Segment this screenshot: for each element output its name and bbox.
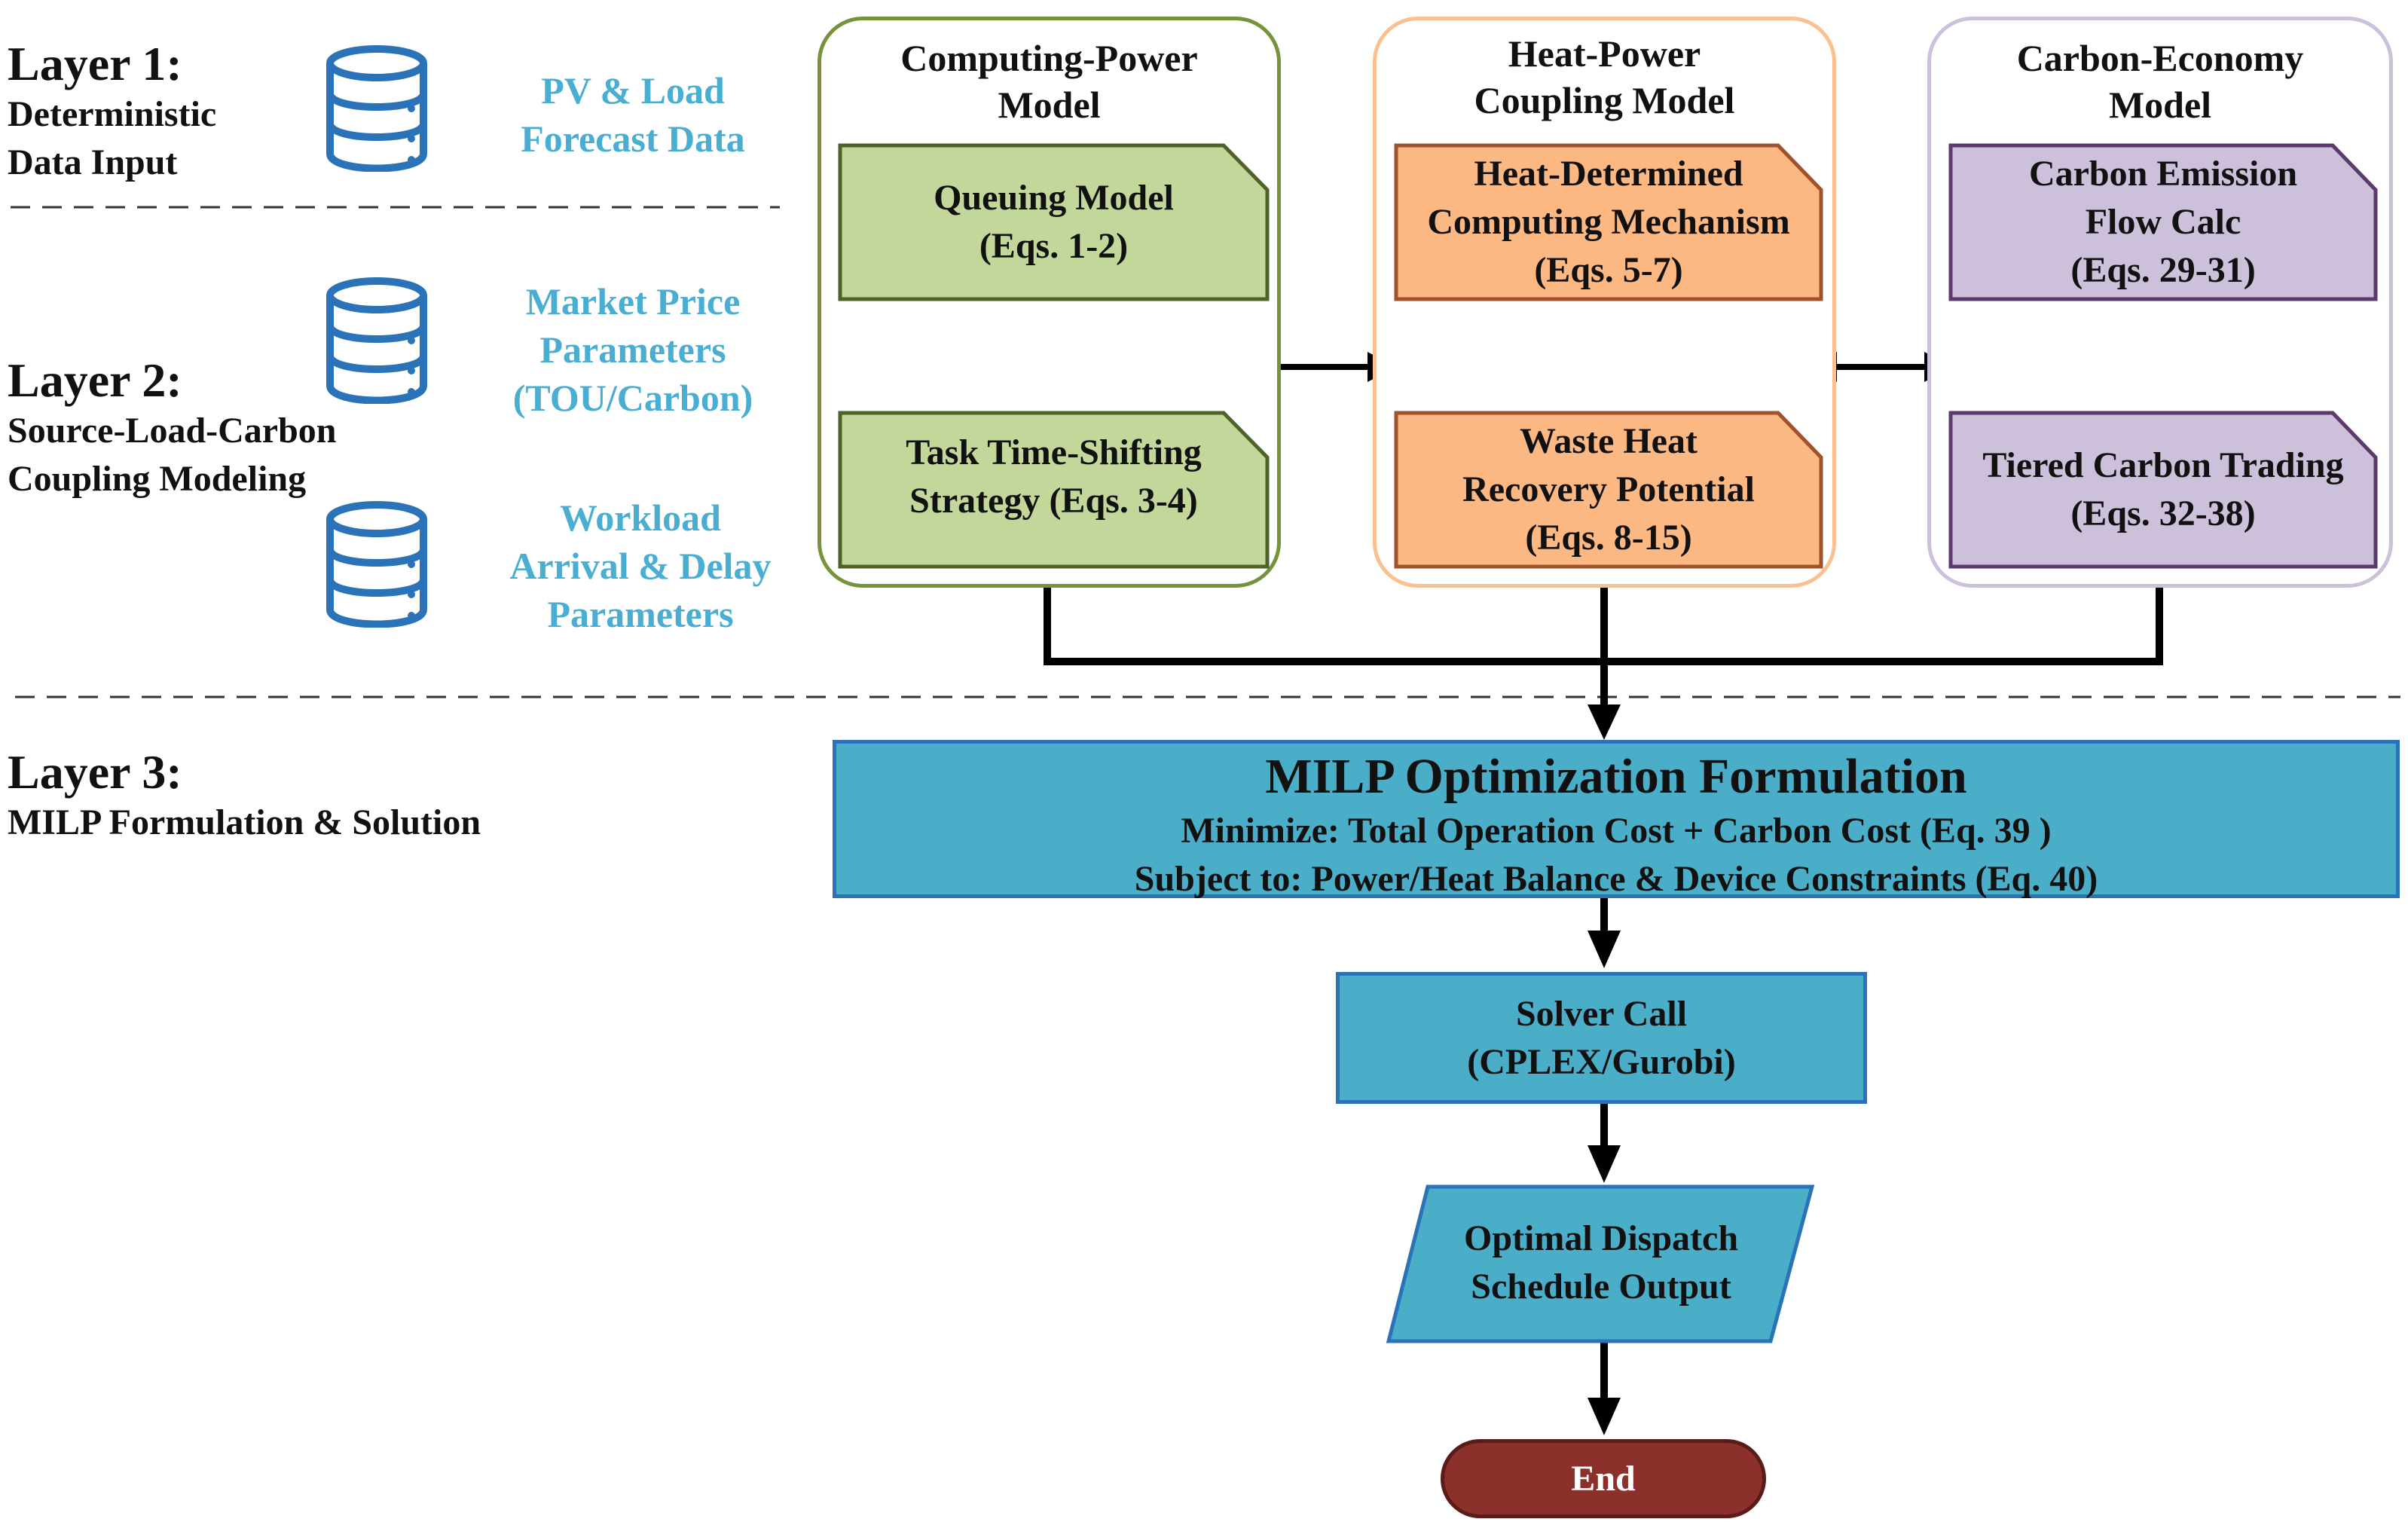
panel-title-line: Heat-Power (1508, 32, 1701, 75)
output-line1: Optimal Dispatch (1463, 1218, 1739, 1258)
database-icon (326, 501, 427, 628)
output-parallelogram (1386, 1184, 1815, 1343)
queuing-model-label: Queuing Model (Eqs. 1-2) (934, 178, 1174, 266)
milp-constraints: Subject to: Power/Heat Balance & Device … (1134, 859, 2098, 899)
heat-determined-computing-label: Heat-Determined Computing Mechanism (Eqs… (1427, 154, 1790, 290)
solver-to-output-arrow (1588, 1104, 1621, 1183)
milp-objective: Minimize: Total Operation Cost + Carbon … (1181, 811, 2052, 851)
heat-determined-box-shape (1394, 143, 1823, 301)
data-input-workload: Workload Arrival & Delay Parameters (482, 494, 799, 638)
layer-3-title: Layer 3: (8, 745, 182, 799)
layer-3-subtitle: MILP Formulation & Solution (8, 802, 481, 843)
layer-2-title: Layer 2: (8, 353, 182, 407)
queuing-model-box: Queuing Model (Eqs. 1-2) (838, 143, 1270, 301)
output-line2: Schedule Output (1471, 1267, 1731, 1307)
end-label: End (1571, 1459, 1636, 1499)
tiered-carbon-trading-box: Tiered Carbon Trading (Eqs. 32-38) (1948, 411, 2378, 569)
data-input-line: Parameters (539, 329, 726, 371)
solver-call-line2: (CPLEX/Gurobi) (1467, 1041, 1736, 1082)
output-to-end-arrow (1588, 1341, 1621, 1435)
data-input-line: PV & Load (541, 69, 725, 112)
tiered-carbon-box-shape (1948, 411, 2378, 569)
database-icon (326, 277, 427, 404)
heat-determined-computing-box: Heat-Determined Computing Mechanism (Eqs… (1394, 143, 1823, 301)
layer-2-subtitle-line2: Coupling Modeling (8, 459, 307, 500)
carbon-emission-box-shape (1948, 143, 2378, 301)
layer-2-label: Layer 2: Source-Load-Carbon Coupling Mod… (8, 353, 337, 503)
panel-title-line: Carbon-Economy (2016, 37, 2304, 79)
data-input-market-price: Market Price Parameters (TOU/Carbon) (482, 277, 784, 422)
solver-call-line1: Solver Call (1515, 993, 1688, 1034)
data-input-line: Arrival & Delay (509, 545, 772, 587)
database-icon (326, 45, 427, 172)
tiered-carbon-trading-label: Tiered Carbon Trading (Eqs. 32-38) (1982, 445, 2344, 533)
layer-1-subtitle-line2: Data Input (8, 142, 178, 183)
data-input-pv-load: PV & Load Forecast Data (482, 66, 784, 163)
milp-to-solver-arrow (1588, 897, 1621, 968)
optimal-dispatch-output: Optimal Dispatch Schedule Output (1394, 1215, 1808, 1311)
panel-title-line: Computing-Power (900, 37, 1198, 79)
layer-1-label: Layer 1: Deterministic Data Input (8, 37, 217, 187)
carbon-emission-flow-box: Carbon Emission Flow Calc (Eqs. 29-31) (1948, 143, 2378, 301)
waste-heat-box-shape (1394, 411, 1823, 569)
data-input-line: (TOU/Carbon) (512, 377, 753, 419)
data-input-line: Parameters (547, 593, 734, 635)
carbon-economy-model-title: Carbon-Economy Model (1927, 35, 2393, 128)
data-input-line: Market Price (525, 280, 741, 322)
layer-2-subtitle-line1: Source-Load-Carbon (8, 411, 337, 451)
panel-title-line: Model (2108, 84, 2212, 126)
milp-formulation-box: MILP Optimization Formulation Minimize: … (833, 740, 2400, 899)
solver-call-box: Solver Call (CPLEX/Gurobi) (1336, 972, 1867, 1104)
milp-title: MILP Optimization Formulation (1265, 749, 1967, 804)
end-terminator: End (1441, 1439, 1766, 1518)
heat-power-coupling-model-title: Heat-Power Coupling Model (1373, 30, 1836, 124)
layer-1-title: Layer 1: (8, 37, 182, 90)
layer-1-subtitle-line1: Deterministic (8, 94, 217, 135)
carbon-emission-flow-label: Carbon Emission Flow Calc (Eqs. 29-31) (2028, 154, 2298, 290)
layer-3-label: Layer 3: MILP Formulation & Solution (8, 745, 481, 847)
task-time-shifting-label: Task Time-Shifting Strategy (Eqs. 3-4) (906, 432, 1202, 521)
computing-power-model-title: Computing-Power Model (817, 35, 1281, 128)
data-input-line: Forecast Data (521, 118, 745, 160)
task-time-shifting-box: Task Time-Shifting Strategy (Eqs. 3-4) (838, 411, 1270, 542)
panel-title-line: Model (998, 84, 1101, 126)
data-input-line: Workload (560, 497, 721, 539)
task-time-shifting-box-shape (838, 411, 1270, 569)
panel-title-line: Coupling Model (1474, 79, 1735, 121)
waste-heat-recovery-label: Waste Heat Recovery Potential (Eqs. 8-15… (1462, 421, 1755, 558)
queuing-model-box-shape (838, 143, 1270, 301)
model-merge-connector (1044, 580, 2163, 708)
merge-arrowhead (1588, 704, 1621, 740)
waste-heat-recovery-box: Waste Heat Recovery Potential (Eqs. 8-15… (1394, 411, 1823, 569)
